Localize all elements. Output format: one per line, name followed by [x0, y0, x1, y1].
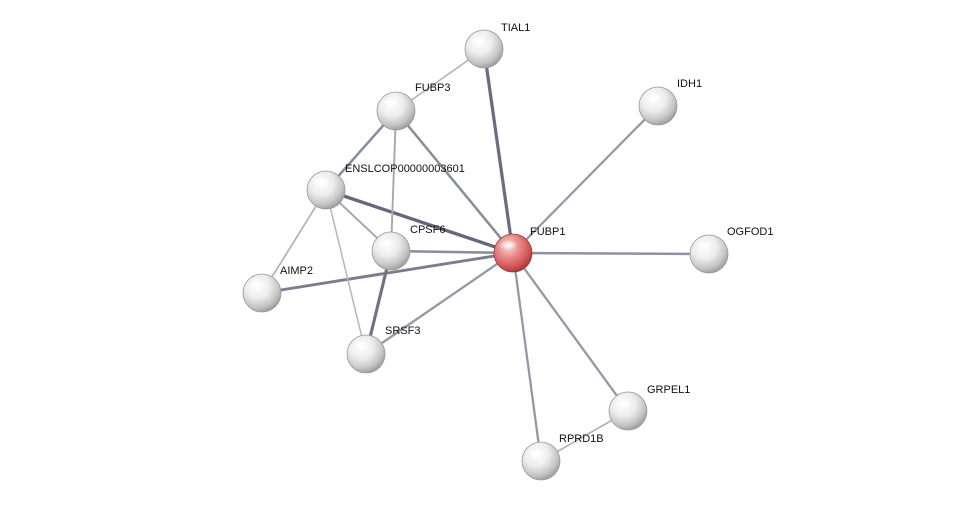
node-label: ENSLCOP00000003601	[345, 163, 465, 175]
node-label: GRPEL1	[647, 384, 690, 396]
node-sphere[interactable]	[608, 391, 648, 431]
node-rprd1b[interactable]: RPRD1B	[521, 433, 604, 481]
node-highlight	[382, 98, 400, 108]
node-highlight	[614, 398, 632, 408]
node-sphere[interactable]	[493, 233, 533, 273]
node-fubp1[interactable]: FUBP1	[493, 226, 565, 273]
node-ogfod1[interactable]: OGFOD1	[689, 226, 773, 274]
edge-enslcop00000003601-srsf3[interactable]	[325, 189, 367, 355]
node-sphere[interactable]	[346, 334, 386, 374]
node-srsf3[interactable]: SRSF3	[346, 325, 420, 374]
node-highlight	[527, 448, 545, 458]
node-highlight	[352, 341, 370, 351]
node-sphere[interactable]	[371, 231, 411, 271]
node-label: OGFOD1	[727, 226, 773, 238]
edge-fubp1-tial1[interactable]	[482, 47, 515, 255]
node-sphere[interactable]	[689, 234, 729, 274]
node-sphere[interactable]	[521, 441, 561, 481]
node-label: FUBP1	[530, 226, 565, 238]
edge-fubp1-rprd1b[interactable]	[511, 251, 543, 463]
node-sphere[interactable]	[376, 91, 416, 131]
node-highlight	[499, 240, 517, 250]
node-highlight	[470, 36, 488, 46]
node-sphere[interactable]	[306, 170, 346, 210]
edge-fubp1-idh1[interactable]	[511, 104, 660, 255]
edge-fubp1-fubp3[interactable]	[394, 109, 515, 255]
edge-fubp3-cpsf6[interactable]	[390, 110, 397, 252]
edge-fubp1-grpel1[interactable]	[511, 251, 630, 413]
node-label: FUBP3	[415, 82, 450, 94]
node-label: TIAL1	[501, 22, 530, 34]
node-sphere[interactable]	[638, 86, 678, 126]
node-highlight	[377, 238, 395, 248]
edge-fubp1-ogfod1[interactable]	[511, 251, 711, 256]
node-highlight	[248, 280, 266, 290]
edge-enslcop00000003601-aimp2[interactable]	[261, 189, 327, 294]
edge-fubp1-cpsf6[interactable]	[389, 249, 515, 255]
node-grpel1[interactable]: GRPEL1	[608, 384, 690, 431]
node-sphere[interactable]	[242, 273, 282, 313]
node-highlight	[312, 177, 330, 187]
node-sphere[interactable]	[464, 29, 504, 69]
node-label: IDH1	[677, 78, 702, 90]
node-aimp2[interactable]: AIMP2	[242, 265, 313, 313]
node-tial1[interactable]: TIAL1	[464, 22, 530, 69]
node-label: SRSF3	[385, 325, 420, 337]
node-label: AIMP2	[280, 265, 313, 277]
node-idh1[interactable]: IDH1	[638, 78, 702, 126]
node-cpsf6[interactable]: CPSF6	[371, 224, 445, 271]
edge-fubp1-enslcop00000003601[interactable]	[324, 188, 515, 255]
node-fubp3[interactable]: FUBP3	[376, 82, 450, 131]
node-highlight	[644, 93, 662, 103]
edge-fubp1-aimp2[interactable]	[260, 251, 515, 295]
edge-fubp1-srsf3[interactable]	[364, 251, 515, 356]
node-label: CPSF6	[410, 224, 445, 236]
node-label: RPRD1B	[559, 433, 604, 445]
node-highlight	[695, 241, 713, 251]
node-enslcop00000003601[interactable]: ENSLCOP00000003601	[306, 163, 465, 210]
